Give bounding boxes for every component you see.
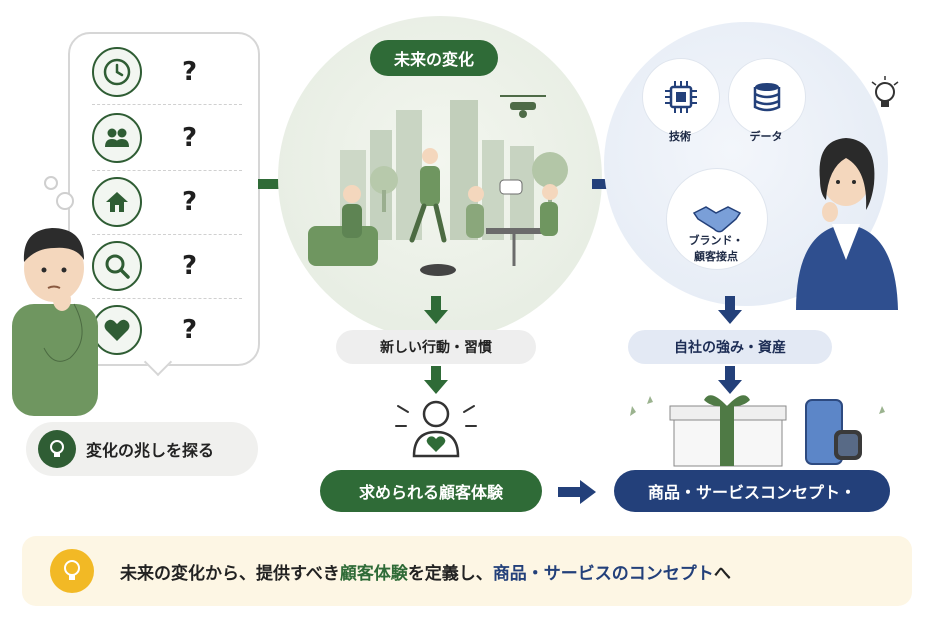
- question-row-time: ?: [92, 44, 242, 100]
- thinking-man-illustration: [12, 228, 98, 416]
- chip-icon: [642, 58, 720, 136]
- lightbulb-icon: [871, 76, 899, 107]
- company-strength-pill: 自社の強み・資産: [628, 330, 832, 364]
- clock-icon: [92, 47, 142, 97]
- house-icon: [92, 177, 142, 227]
- magnifier-icon: [92, 241, 142, 291]
- question-row-people: ?: [92, 110, 242, 166]
- summary-part3: へ: [713, 563, 731, 584]
- lightbulb-icon: [50, 549, 94, 593]
- question-mark: ?: [182, 251, 198, 281]
- summary-bar: 未来の変化から、提供すべき顧客体験を定義し、商品・サービスのコンセプトへ: [22, 536, 912, 606]
- thinking-woman-illustration: [796, 138, 898, 310]
- summary-highlight-concept: 商品・サービスのコンセプト: [492, 563, 714, 584]
- summary-highlight-cx: 顧客体験: [339, 563, 408, 584]
- technology-label: 技術: [669, 130, 691, 143]
- arrow-right-icon: [558, 480, 596, 504]
- product-concept-pill: 商品・サービスコンセプト・: [614, 470, 890, 512]
- arrow-down-icon: [424, 296, 448, 324]
- thought-dot: [44, 176, 58, 190]
- question-mark: ?: [182, 57, 198, 87]
- question-mark: ?: [182, 315, 198, 345]
- question-mark: ?: [182, 187, 198, 217]
- handshake-icon: [666, 168, 768, 270]
- divider: [92, 234, 242, 235]
- explore-signs-label: 変化の兆しを探る: [86, 441, 215, 460]
- divider: [92, 170, 242, 171]
- divider: [92, 298, 242, 299]
- explore-signs-pill: 変化の兆しを探る: [26, 422, 258, 476]
- arrow-down-icon: [424, 366, 448, 394]
- brand-label-line2: 顧客接点: [694, 250, 738, 263]
- arrow-down-icon: [718, 296, 742, 324]
- required-cx-pill: 求められる顧客体験: [320, 470, 542, 512]
- divider: [92, 104, 242, 105]
- thought-dot: [56, 192, 74, 210]
- summary-text: 未来の変化から、提供すべき顧客体験を定義し、商品・サービスのコンセプトへ: [120, 559, 731, 584]
- gift-and-devices-illustration: [630, 395, 885, 467]
- future-change-title: 未来の変化: [370, 40, 498, 76]
- question-row-search: ?: [92, 238, 242, 294]
- database-icon: [728, 58, 806, 136]
- lightbulb-icon: [38, 430, 76, 468]
- arrow-down-icon: [718, 366, 742, 394]
- summary-part2: を定義し、: [407, 563, 493, 584]
- question-row-home: ?: [92, 174, 242, 230]
- brand-label-line1: ブランド・: [688, 234, 744, 247]
- data-label: データ: [749, 130, 783, 143]
- new-behavior-pill: 新しい行動・習慣: [336, 330, 536, 364]
- customer-heart-icon: [395, 400, 477, 458]
- question-mark: ?: [182, 123, 198, 153]
- people-icon: [92, 113, 142, 163]
- summary-part1: 未来の変化から、提供すべき: [120, 563, 340, 584]
- city-scene-illustration: [308, 95, 568, 276]
